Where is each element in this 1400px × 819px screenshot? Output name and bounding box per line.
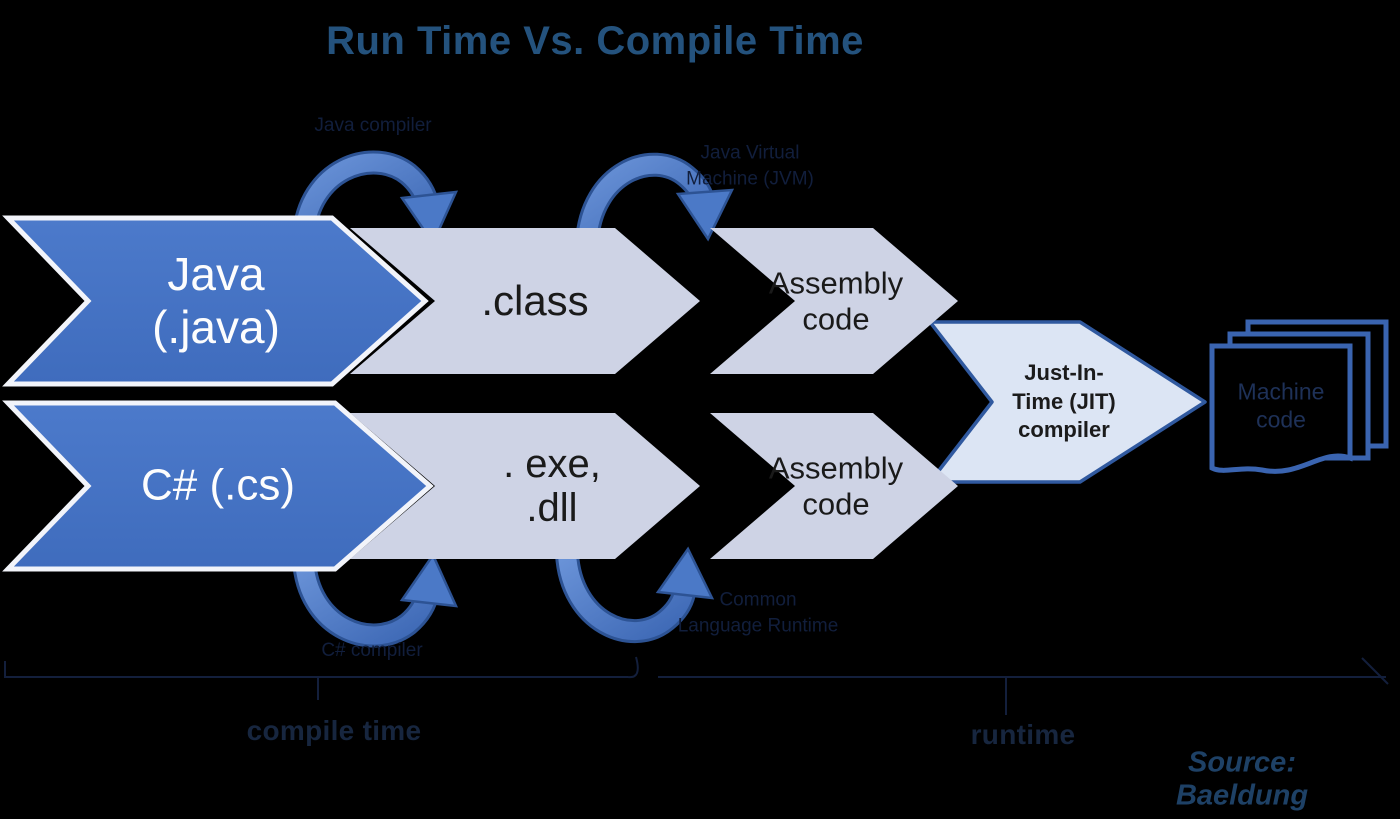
assembly-chevron-csharp [710,413,958,559]
java-compile-curved-arrow-icon [292,150,459,246]
csharp-source-chevron [2,400,434,572]
class-file-label: .class [481,276,589,324]
csharp-source-label: C# (.cs) [141,460,295,510]
csharp-runtime-curved-arrow-icon [555,546,715,644]
exe-dll-file-label: . exe, .dll [503,442,601,530]
clr-arrow-label: Common Language Runtime [677,589,839,636]
machine-code-label: Machine code [1237,378,1325,432]
runtime-brace [658,657,1389,715]
phase-braces [4,656,1389,715]
csharp-compiler-arrow-label: C# compiler [321,640,423,662]
assembly-code-label-java: Assembly code [768,265,904,336]
diagram-title: Run Time Vs. Compile Time [326,19,864,63]
assembly-code-label-csharp: Assembly code [768,450,904,521]
jvm-arrow-label: Java Virtual Machine (JVM) [686,142,814,189]
jit-compiler-arrow [928,320,1207,484]
class-chevron [350,228,700,374]
jit-compiler-label: Just-In- Time (JIT) compiler [1012,360,1116,443]
machine-code-documents-icon [1209,319,1389,474]
java-source-label: Java (.java) [152,248,280,353]
source-chevrons [2,215,434,572]
source-credit: Source: Baeldung [1175,746,1309,812]
compile-time-phase-label: compile time [246,714,422,746]
intermediate-chevrons [350,228,958,559]
runtime-phase-label: runtime [970,718,1076,750]
java-compiler-arrow-label: Java compiler [314,115,432,137]
exe-dll-chevron [350,413,700,559]
csharp-compile-curved-arrow-icon [292,552,459,648]
assembly-chevron-java [710,228,958,374]
java-source-chevron [2,215,429,387]
java-runtime-curved-arrow-icon [575,152,735,244]
compile-time-brace [4,656,639,700]
